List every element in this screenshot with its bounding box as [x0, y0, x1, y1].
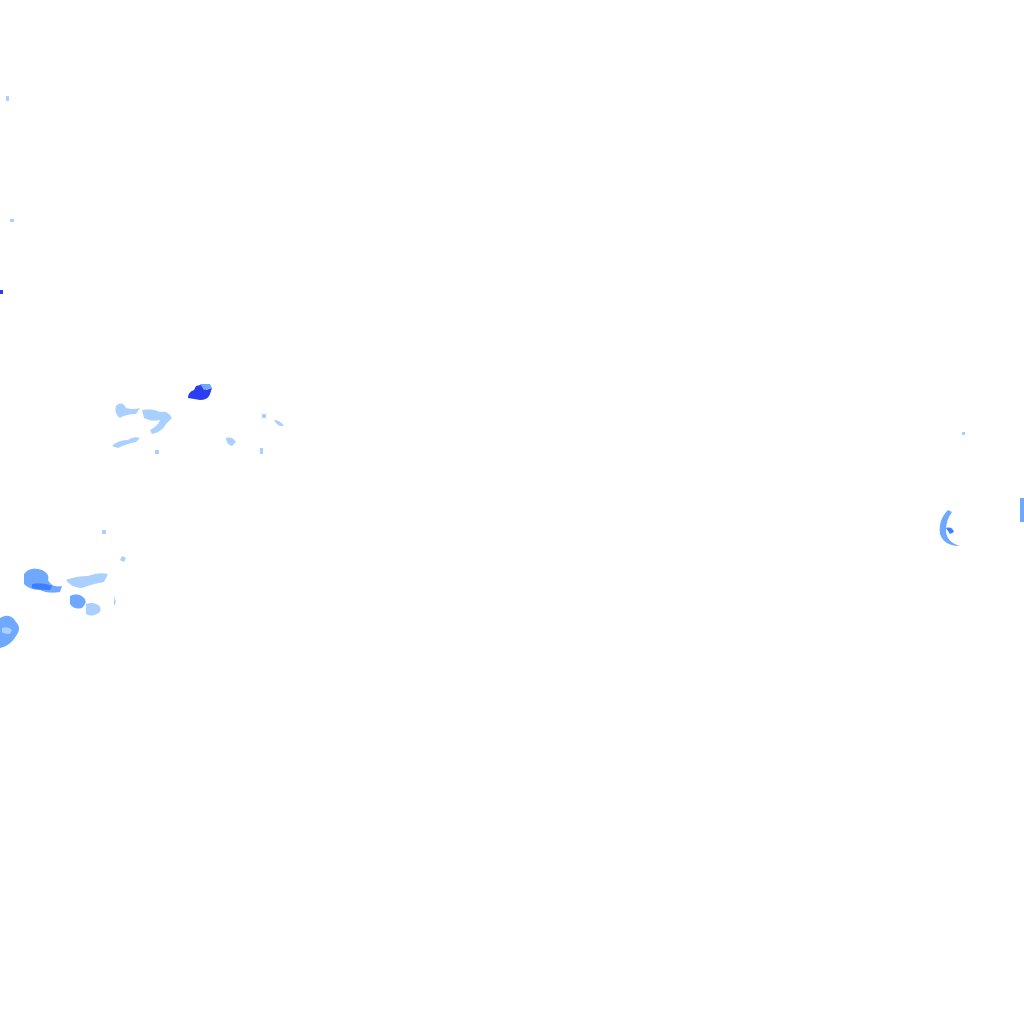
radar-echo — [1020, 498, 1024, 522]
radar-echo — [6, 96, 9, 101]
radar-echo — [274, 420, 284, 426]
radar-echo — [114, 596, 116, 606]
radar-cluster-northwest — [112, 384, 284, 454]
radar-echo — [188, 384, 212, 400]
radar-cluster-west-edge — [0, 96, 14, 294]
radar-echo — [70, 594, 86, 609]
radar-echo — [86, 603, 101, 616]
radar-echo — [32, 583, 52, 590]
radar-echo — [142, 409, 172, 434]
radar-echo — [10, 219, 14, 222]
radar-echo — [66, 573, 108, 588]
radar-echo — [2, 627, 12, 634]
radar-echo — [0, 290, 3, 294]
radar-echo — [262, 414, 266, 418]
radar-echo — [226, 437, 236, 446]
radar-echo — [120, 556, 126, 562]
radar-echo — [112, 437, 140, 448]
radar-echo — [946, 527, 954, 534]
radar-echo — [939, 510, 960, 546]
radar-echo — [102, 530, 106, 534]
radar-cluster-east — [939, 432, 1024, 546]
radar-echo — [155, 450, 159, 454]
radar-echo — [200, 384, 212, 390]
radar-cluster-southwest — [0, 530, 126, 648]
radar-echo — [962, 432, 965, 435]
radar-echo — [115, 403, 140, 418]
radar-echo — [260, 448, 263, 454]
